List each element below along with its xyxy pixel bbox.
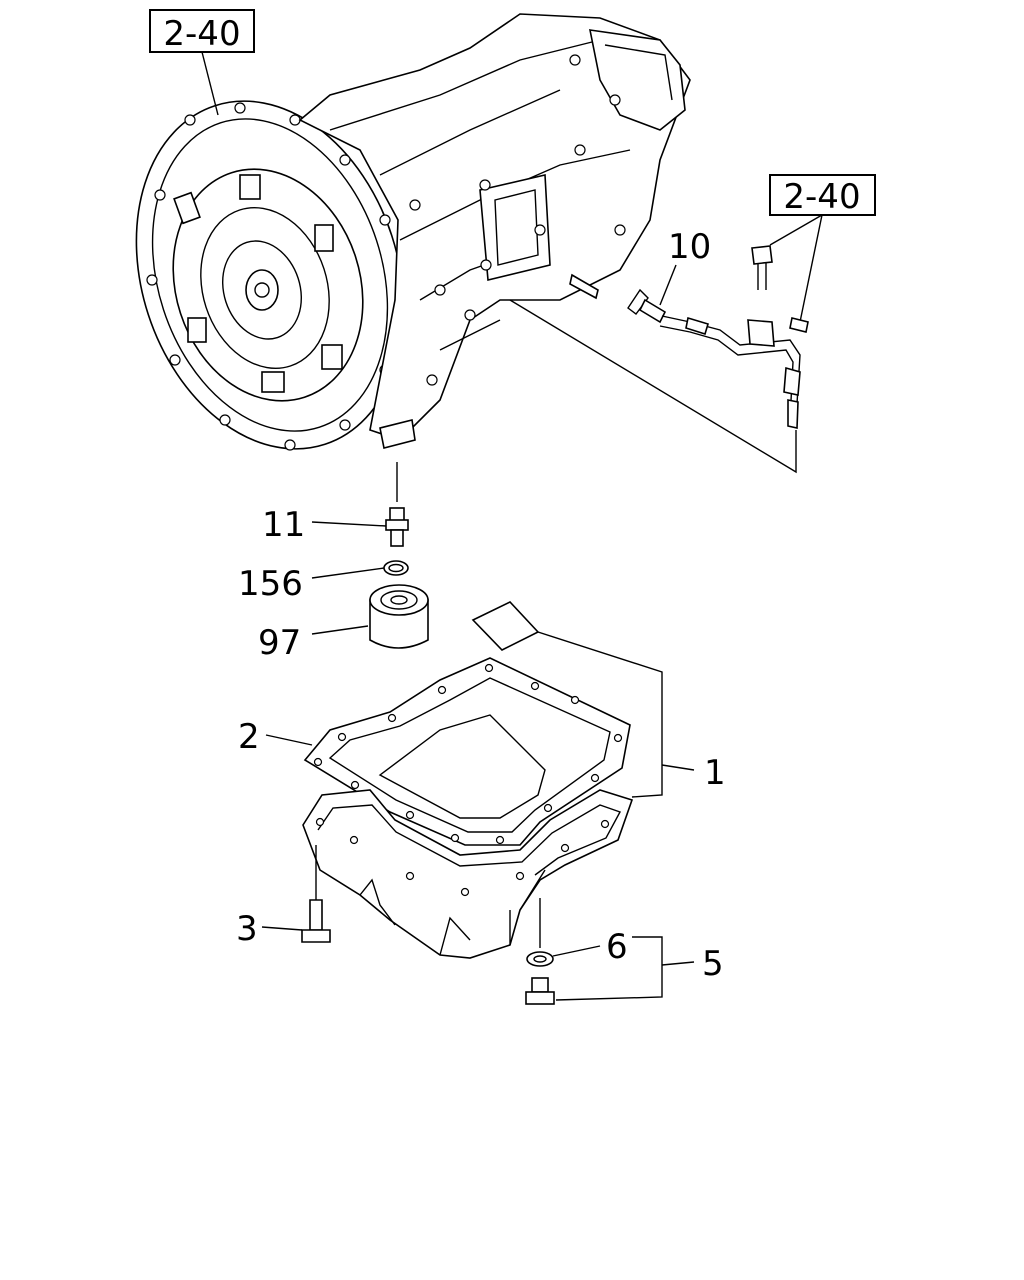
leader-ref-top-left — [201, 51, 219, 116]
callout-10: 10 — [668, 227, 711, 267]
ref-box-right[interactable]: 2-40 — [769, 174, 876, 217]
leader-97 — [311, 625, 369, 635]
gauge-connection-line — [509, 299, 797, 474]
callout-11: 11 — [262, 505, 305, 545]
o-ring-156 — [383, 560, 409, 576]
gauge-bracket-bolt — [751, 245, 773, 290]
callout-3: 3 — [236, 909, 258, 949]
drain-plug-5 — [525, 977, 555, 1005]
ref-box-top-left-label: 2-40 — [163, 14, 240, 54]
leader-156 — [311, 567, 385, 579]
leader-2 — [265, 734, 313, 746]
strainer-pad — [471, 601, 540, 651]
callout-5: 5 — [702, 944, 724, 984]
callout-97: 97 — [258, 623, 301, 663]
oil-pan — [302, 789, 634, 959]
leader-3 — [261, 926, 303, 931]
transmission-assembly — [135, 13, 691, 451]
pan-flange-holes — [315, 817, 610, 897]
callout-6: 6 — [606, 927, 628, 967]
leader-ref-right-a — [769, 214, 823, 246]
drain-plug-11 — [385, 507, 409, 547]
leader-1-bracket — [537, 631, 663, 798]
leader-6 — [552, 945, 601, 957]
callout-2: 2 — [238, 717, 260, 757]
leader-11 — [311, 521, 387, 527]
oil-pan-gasket-2 — [303, 657, 631, 846]
leader-ref-right-b — [799, 214, 823, 323]
leader-10 — [659, 264, 677, 306]
oil-level-gauge — [627, 288, 809, 429]
leader-5-bracket — [555, 936, 663, 1001]
ref-box-right-label: 2-40 — [783, 177, 860, 217]
leader-1 — [661, 764, 695, 771]
callout-156: 156 — [238, 564, 303, 604]
pan-bolt-3 — [301, 899, 331, 943]
oil-filter-97 — [369, 584, 429, 649]
leader-5 — [661, 961, 695, 966]
ref-box-top-left[interactable]: 2-40 — [149, 9, 255, 54]
washer-6 — [526, 951, 554, 967]
gasket-holes — [313, 663, 623, 845]
callout-1: 1 — [704, 753, 726, 793]
